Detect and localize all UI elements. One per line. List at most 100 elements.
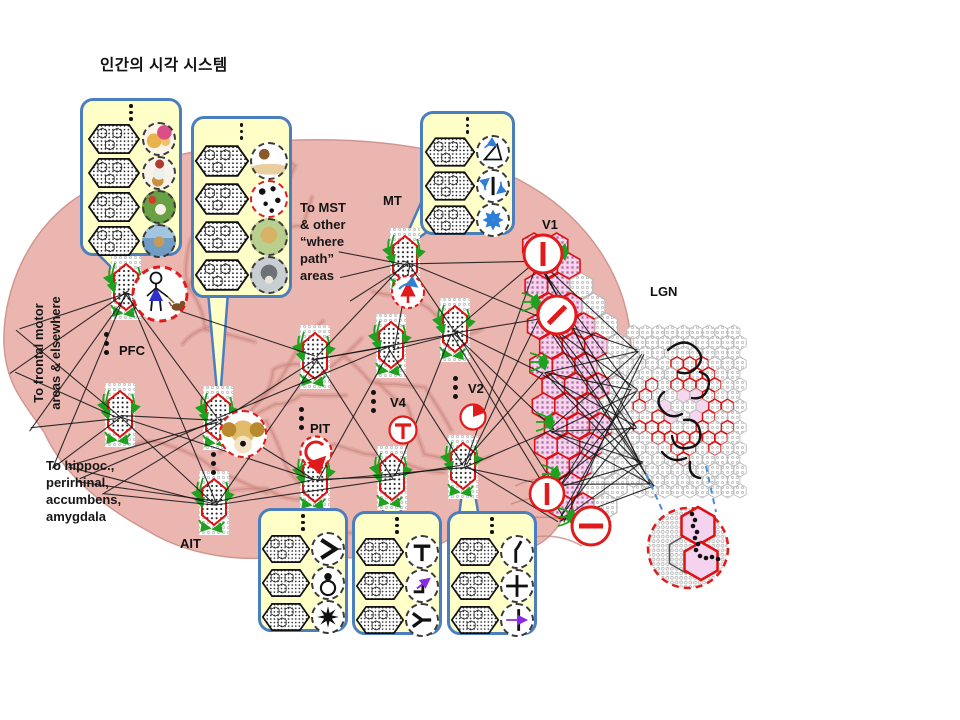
label-pfc: PFC <box>119 343 145 358</box>
label-v2: V2 <box>468 381 484 396</box>
ellipsis-pfc <box>104 332 109 355</box>
example-row <box>195 255 288 294</box>
neural-population-hexagon <box>450 605 499 634</box>
example-row <box>87 189 176 224</box>
person-with-dog-photo <box>141 155 176 190</box>
neural-population-hexagon <box>87 225 140 256</box>
angle-junction-feature <box>310 531 345 566</box>
example-row <box>355 534 439 569</box>
callout-v2-examples <box>447 511 537 637</box>
v2-wedge-stimulus-icon <box>459 403 487 431</box>
corner-with-arrow-feature <box>404 568 439 603</box>
curved-line-feature <box>499 534 534 569</box>
ellipsis-dots <box>395 517 399 534</box>
ellipsis-dots <box>239 123 244 140</box>
callout-pit-examples <box>258 508 348 634</box>
annotation-to-frontal-motor: To frontal motor areas & elsewhere <box>31 296 63 410</box>
annotation-to-hippocampus: To hippoc., perirhinal, accumbens, amygd… <box>46 458 122 524</box>
example-row <box>261 565 345 600</box>
example-row <box>425 202 510 237</box>
neural-population-hexagon <box>87 191 140 222</box>
y-junction-feature <box>404 602 439 637</box>
label-v1: V1 <box>542 217 558 232</box>
ellipsis-dots <box>129 104 133 121</box>
dog-in-water-photo <box>141 223 176 258</box>
mt-motion-stimulus-icon <box>391 275 425 309</box>
neural-population-hexagon <box>355 571 404 600</box>
cross-junction-feature <box>499 568 534 603</box>
pit-curve-stimulus-icon <box>299 435 333 475</box>
zoom-hexagon-tuned-1 <box>680 505 716 547</box>
neural-population-hexagon <box>355 537 404 566</box>
v1-horizontal-bar-icon <box>570 505 612 547</box>
ellipsis-v2 <box>453 376 458 399</box>
example-row <box>450 568 534 603</box>
v1-vertical-bar-icon <box>522 233 564 275</box>
neural-population-hexagon <box>261 568 310 597</box>
v1-vertical-bar-icon-2 <box>528 475 566 513</box>
callout-mt-examples <box>420 111 515 237</box>
zoom-hexagon-tuned-2 <box>683 540 719 582</box>
stick-figure-walking-dog-icon <box>131 265 189 323</box>
label-pit: PIT <box>310 421 331 436</box>
neural-population-hexagon <box>87 123 140 154</box>
ellipsis-pit <box>299 407 304 430</box>
neural-population-hexagon <box>425 170 475 201</box>
star-feature <box>310 599 345 634</box>
receptive-field-zoom-circle <box>646 505 730 590</box>
annotation-to-mst: To MST & other “where path” areas <box>300 200 346 283</box>
moving-line-feature <box>499 602 534 637</box>
lgn-zoom-connectors <box>645 465 717 515</box>
labrador-dog-photo <box>250 217 288 256</box>
example-row <box>450 534 534 569</box>
rotating-triangle-motion <box>476 134 510 169</box>
ait-dog-face-stimulus <box>219 410 267 458</box>
example-row <box>195 179 288 218</box>
example-row <box>195 141 288 180</box>
v4-t-junction-stimulus-icon <box>388 415 418 445</box>
neural-population-hexagon <box>425 136 475 167</box>
ellipsis-ait <box>211 452 216 475</box>
t-junction-feature <box>404 534 439 569</box>
neural-population-hexagon <box>87 157 140 188</box>
example-row <box>87 223 176 258</box>
callout-v4-examples <box>352 511 442 637</box>
circle-pair-feature <box>310 565 345 600</box>
label-v4: V4 <box>390 395 406 410</box>
neural-population-hexagon <box>195 144 249 177</box>
example-row <box>450 602 534 637</box>
example-row <box>87 155 176 190</box>
neural-population-hexagon <box>195 182 249 215</box>
ellipsis-v4 <box>371 390 376 413</box>
example-row <box>261 531 345 566</box>
ellipsis-dots <box>465 117 470 134</box>
patch-pfc-lower <box>103 383 135 447</box>
neural-population-hexagon <box>195 220 249 253</box>
label-lgn: LGN <box>650 284 678 299</box>
neural-population-hexagon <box>450 571 499 600</box>
zoom-edge-dot-chain <box>689 511 721 562</box>
ellipsis-dots <box>301 514 305 531</box>
v1-diagonal-bar-icon <box>536 294 578 336</box>
example-row <box>355 568 439 603</box>
patch-v4-lower <box>375 446 407 510</box>
cartoon-dog-with-bone <box>250 141 288 180</box>
region-stimulus-icons <box>131 233 612 547</box>
callout-pfc-examples <box>80 98 182 258</box>
example-row <box>195 217 288 256</box>
girl-with-dog-photo <box>141 121 176 156</box>
page-title: 인간의 시각 시스템 <box>100 57 228 74</box>
dalmatian-dog-highlighted <box>250 179 288 218</box>
example-row <box>425 168 510 203</box>
neural-population-hexagon <box>355 605 404 634</box>
neural-population-hexagon <box>261 534 310 563</box>
label-ait: AIT <box>180 536 201 551</box>
wolf-photo <box>250 255 288 294</box>
neural-population-hexagon <box>450 537 499 566</box>
callout-ait-examples <box>191 116 292 298</box>
label-mt: MT <box>383 193 402 208</box>
neural-population-hexagon <box>261 602 310 631</box>
neural-population-hexagon <box>195 258 249 291</box>
radial-expansion-motion <box>476 202 510 237</box>
